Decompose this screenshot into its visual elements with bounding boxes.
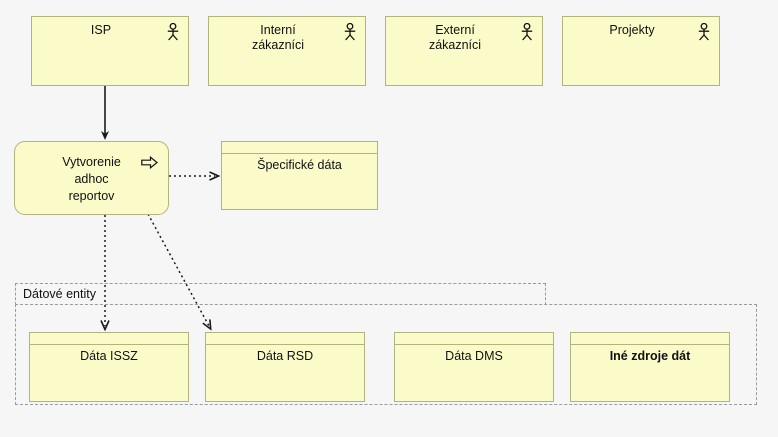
actor-externi-zakaznici[interactable]: Externí zákazníci xyxy=(385,16,543,86)
data-object-specificke-data-label: Špecifické dáta xyxy=(257,158,342,172)
actor-isp[interactable]: ISP xyxy=(31,16,189,86)
process-arrow-icon xyxy=(141,156,158,169)
actor-projekty[interactable]: Projekty xyxy=(562,16,720,86)
data-object-icon xyxy=(571,333,729,345)
data-object-data-dms-label: Dáta DMS xyxy=(445,349,503,363)
group-datove-entity-label: Dátové entity xyxy=(23,287,96,301)
actor-projekty-label: Projekty xyxy=(609,23,655,37)
data-object-data-rsd-label: Dáta RSD xyxy=(256,349,314,363)
actor-isp-label: ISP xyxy=(90,23,112,37)
data-object-icon xyxy=(206,333,364,345)
data-object-icon xyxy=(30,333,188,345)
data-object-specificke-data[interactable]: Špecifické dáta xyxy=(221,141,378,210)
actor-interni-zakaznici[interactable]: Interní zákazníci xyxy=(208,16,366,86)
actor-icon xyxy=(521,23,533,41)
data-object-data-issz[interactable]: Dáta ISSZ xyxy=(29,332,189,402)
data-object-icon xyxy=(395,333,553,345)
data-object-ine-zdroje-dat-label: Iné zdroje dát xyxy=(609,349,691,363)
data-object-data-issz-label: Dáta ISSZ xyxy=(80,349,138,363)
group-datove-entity-body[interactable] xyxy=(15,304,757,405)
actor-icon xyxy=(698,23,710,41)
data-object-ine-zdroje-dat[interactable]: Iné zdroje dát xyxy=(570,332,730,402)
actor-icon xyxy=(344,23,356,41)
actor-interni-zakaznici-label: Interní zákazníci xyxy=(251,23,305,52)
data-object-icon xyxy=(222,142,377,154)
group-datove-entity-tab xyxy=(15,283,546,305)
actor-externi-zakaznici-label: Externí zákazníci xyxy=(428,23,482,52)
actor-icon xyxy=(167,23,179,41)
process-label: Vytvorenie adhoc reportov xyxy=(62,155,121,203)
data-object-data-dms[interactable]: Dáta DMS xyxy=(394,332,554,402)
process-vytvorenie-adhoc-reportov[interactable]: Vytvorenie adhoc reportov xyxy=(14,141,169,215)
data-object-data-rsd[interactable]: Dáta RSD xyxy=(205,332,365,402)
